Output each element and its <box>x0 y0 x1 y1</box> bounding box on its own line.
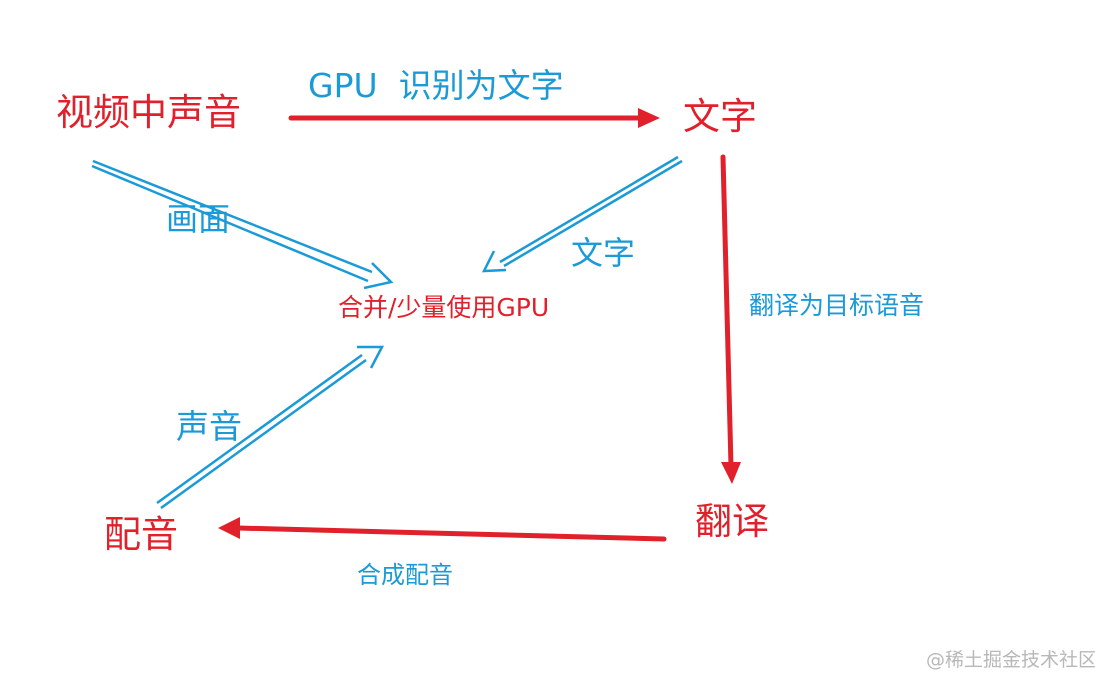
node-labels: 视频中声音 文字 合并/少量使用GPU 翻译 配音 <box>56 91 769 556</box>
watermark: @稀土掘金技术社区 <box>926 649 1095 671</box>
node-merge: 合并/少量使用GPU <box>338 293 549 322</box>
edge-label-picture: 画面 <box>166 200 230 238</box>
edge-label-gpu-recognize: GPU 识别为文字 <box>308 66 564 105</box>
edge-label-synthesize: 合成配音 <box>357 561 453 589</box>
hollow-arrow-text-to-merge <box>481 155 683 273</box>
arrow-translate-to-dubbing <box>218 517 667 542</box>
hollow-arrow-dubbing-to-merge <box>156 345 385 510</box>
arrow-text-to-translate <box>720 154 741 484</box>
edge-label-translate-target: 翻译为目标语音 <box>749 291 924 320</box>
arrow-video-to-text <box>288 108 660 128</box>
blue-hollow-arrows <box>91 155 683 510</box>
node-dubbing: 配音 <box>104 513 178 556</box>
node-video-audio: 视频中声音 <box>56 91 241 134</box>
edge-labels: GPU 识别为文字 画面 文字 翻译为目标语音 声音 合成配音 <box>166 66 924 589</box>
node-translate: 翻译 <box>695 500 769 543</box>
hollow-arrow-video-to-merge <box>91 159 394 290</box>
red-flow-arrows <box>218 108 741 542</box>
edge-label-text: 文字 <box>571 234 635 272</box>
node-text: 文字 <box>683 95 757 138</box>
edge-label-sound: 声音 <box>176 407 242 446</box>
